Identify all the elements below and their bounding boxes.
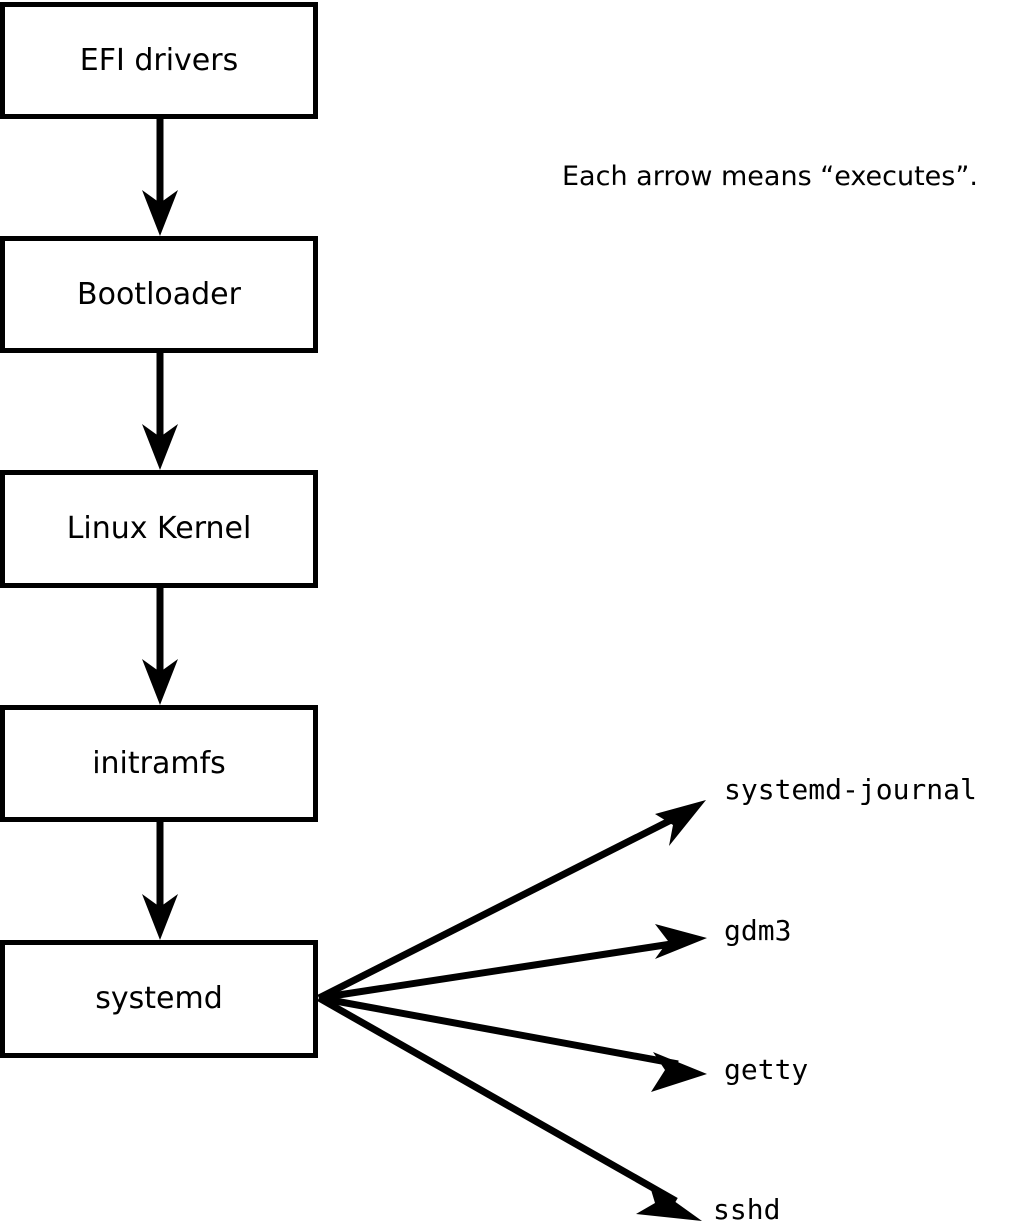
stage-label-linux-kernel: Linux Kernel <box>66 511 252 546</box>
service-label-systemd-journal[interactable]: systemd-journal <box>724 773 977 806</box>
stage-box-linux-kernel[interactable]: Linux Kernel <box>0 470 318 588</box>
service-label-getty[interactable]: getty <box>724 1053 809 1086</box>
chain-arrow-initramfs-to-systemd <box>142 822 178 940</box>
stage-label-efi-drivers: EFI drivers <box>79 42 239 78</box>
stage-label-systemd: systemd <box>95 981 223 1016</box>
fanout-arrow-getty <box>318 994 707 1092</box>
legend-note: Each arrow means “executes”. <box>562 161 978 192</box>
service-label-sshd[interactable]: sshd <box>713 1193 781 1226</box>
stage-box-systemd[interactable]: systemd <box>0 940 318 1058</box>
stage-label-initramfs: initramfs <box>92 745 226 781</box>
chain-arrow-efi-to-bootloader <box>142 119 178 236</box>
fanout-arrow-systemd-journal <box>317 800 706 1002</box>
stage-label-bootloader: Bootloader <box>77 276 241 312</box>
stage-box-initramfs[interactable]: initramfs <box>0 705 318 822</box>
chain-arrow-bootloader-to-kernel <box>142 353 178 470</box>
fanout-arrow-sshd <box>317 994 702 1221</box>
service-label-gdm3[interactable]: gdm3 <box>724 914 792 947</box>
stage-box-efi-drivers[interactable]: EFI drivers <box>0 2 318 119</box>
chain-arrow-kernel-to-initramfs <box>142 588 178 705</box>
fanout-arrow-gdm3 <box>318 924 707 1002</box>
stage-box-bootloader[interactable]: Bootloader <box>0 236 318 353</box>
